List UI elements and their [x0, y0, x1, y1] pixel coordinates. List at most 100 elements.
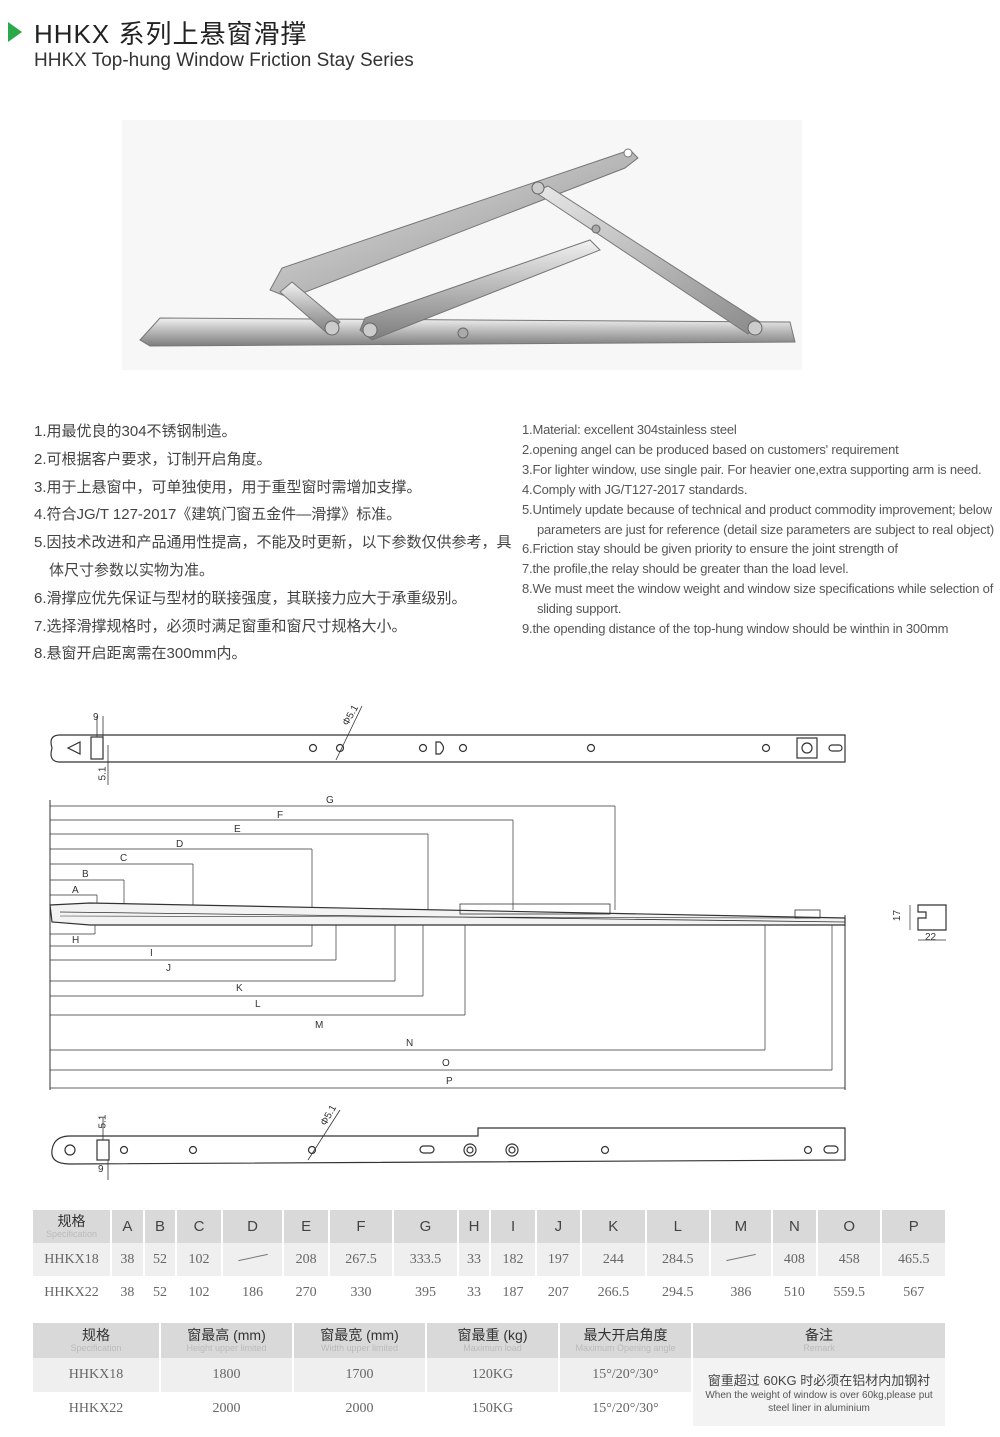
feature-cn-item: 8.悬窗开启距离需在300mm内。 — [34, 645, 247, 663]
feature-en-item: 2.opening angel can be produced based on… — [522, 441, 899, 457]
slash-icon — [726, 1253, 756, 1263]
col-header: G — [394, 1210, 459, 1243]
value-cell: 38 — [112, 1243, 145, 1276]
feature-en-item: 9.the opending distance of the top-hung … — [522, 621, 949, 637]
value-cell: 465.5 — [882, 1243, 947, 1276]
col-header: L — [646, 1210, 711, 1243]
dimension-table: 规格 Specification A B C D E F G H I J K L… — [33, 1210, 947, 1309]
value-cell: 333.5 — [394, 1243, 459, 1276]
value-cell: 102 — [177, 1243, 223, 1276]
value-cell: 408 — [772, 1243, 819, 1276]
model-cell: HHKX22 — [33, 1392, 161, 1426]
value-cell: 386 — [710, 1276, 773, 1309]
dim-letter: J — [166, 963, 171, 974]
value-cell: 120KG — [427, 1358, 560, 1392]
col-header: J — [536, 1210, 583, 1243]
col-header: B — [144, 1210, 178, 1243]
model-cell: HHKX22 — [33, 1276, 112, 1309]
value-cell: 330 — [329, 1276, 395, 1309]
drawing-labels: 9 5.1 Φ5.1 G F E D C B A H I J K L M N O… — [72, 703, 937, 1175]
dim-label: Φ5.1 — [340, 703, 362, 728]
load-header: 最大开启角度 Maximum Opening angle — [560, 1323, 693, 1358]
value-cell: 15°/20°/30° — [560, 1358, 693, 1392]
feature-cn-item: 5.因技术改进和产品通用性提高，不能及时更新，以下参数仅供参考，具体尺寸参数以实… — [34, 534, 512, 579]
dim-letter: H — [72, 935, 80, 946]
feature-cn-item: 2.可根据客户要求，订制开启角度。 — [34, 450, 272, 468]
feature-cn-item: 7.选择滑撑规格时，必须时满足窗重和窗尺寸规格大小。 — [34, 617, 407, 635]
na-cell — [222, 1243, 285, 1276]
dim-letter: A — [72, 885, 79, 896]
value-cell: 284.5 — [646, 1243, 711, 1276]
table-row: HHKX18 1800 1700 120KG 15°/20°/30° 窗重超过 … — [33, 1358, 947, 1426]
load-header: 窗最宽 (mm) Width upper limited — [294, 1323, 427, 1358]
col-header: N — [772, 1210, 819, 1243]
dim-letter: G — [326, 795, 334, 806]
value-cell: 567 — [882, 1276, 947, 1309]
value-cell: 2000 — [161, 1392, 294, 1426]
dim-letter: K — [236, 983, 243, 994]
model-cell: HHKX18 — [33, 1243, 112, 1276]
value-cell: 1700 — [294, 1358, 427, 1392]
dim-letter: C — [120, 853, 128, 864]
feature-cn-item: 1.用最优良的304不锈钢制造。 — [34, 423, 237, 440]
dim-letter: O — [442, 1058, 450, 1069]
feature-en-item: 4.Comply with JG/T127-2017 standards. — [522, 481, 748, 497]
features-en-list: 1.Material: excellent 304stainless steel… — [522, 420, 996, 639]
section-arrow-icon — [8, 22, 22, 42]
feature-en-item: 1.Material: excellent 304stainless steel — [522, 422, 737, 437]
col-header: F — [329, 1210, 395, 1243]
dim-letter: E — [234, 824, 241, 835]
col-header: D — [222, 1210, 285, 1243]
dim-label: 17 — [892, 909, 904, 922]
value-cell: 294.5 — [646, 1276, 711, 1309]
dim-letter: B — [82, 869, 89, 880]
table-row: HHKX22 2000 2000 150KG 15°/20°/30° — [33, 1392, 947, 1426]
value-cell: 458 — [818, 1243, 883, 1276]
col-header: E — [284, 1210, 330, 1243]
col-header: I — [491, 1210, 537, 1243]
col-header: A — [112, 1210, 145, 1243]
dim-label: 5.1 — [97, 1114, 109, 1129]
value-cell: 102 — [177, 1276, 223, 1309]
value-cell: 510 — [772, 1276, 819, 1309]
load-header: 窗最重 (kg) Maximum load — [427, 1323, 560, 1358]
value-cell: 182 — [491, 1243, 537, 1276]
load-header: 窗最高 (mm) Height upper limited — [161, 1323, 294, 1358]
load-header: 备注 Remark — [693, 1323, 947, 1358]
value-cell: 1800 — [161, 1358, 294, 1392]
dim-letter: N — [406, 1038, 414, 1049]
value-cell: 150KG — [427, 1392, 560, 1426]
feature-en-item: 8.We must meet the window weight and win… — [522, 581, 994, 617]
table-row: HHKX18 38 52 102 208 267.5 333.5 33 182 … — [33, 1243, 947, 1276]
dim-letter: M — [315, 1020, 324, 1031]
dim-label: 9 — [98, 1164, 104, 1175]
feature-cn-item: 4.符合JG/T 127-2017《建筑门窗五金件—滑撑》标准。 — [34, 506, 402, 524]
feature-en-item: 7.the profile,the relay should be greate… — [522, 561, 849, 577]
value-cell: 186 — [222, 1276, 285, 1309]
feature-en-item: 5.Untimely update because of technical a… — [522, 501, 994, 537]
load-header: 规格 Specification — [33, 1323, 161, 1358]
value-cell: 52 — [144, 1243, 178, 1276]
col-header: O — [818, 1210, 883, 1243]
value-cell: 2000 — [294, 1392, 427, 1426]
dim-label: Φ5.1 — [318, 1103, 340, 1128]
slash-icon — [238, 1253, 268, 1263]
value-cell: 244 — [582, 1243, 647, 1276]
value-cell: 266.5 — [582, 1276, 647, 1309]
na-cell — [710, 1243, 773, 1276]
value-cell: 15°/20°/30° — [560, 1392, 693, 1426]
col-header: P — [882, 1210, 947, 1243]
col-header: H — [458, 1210, 492, 1243]
feature-en-item: 6.Friction stay should be given priority… — [522, 541, 898, 557]
page-title: HHKX 系列上悬窗滑撑 — [34, 19, 308, 49]
page-subtitle: HHKX Top-hung Window Friction Stay Serie… — [34, 50, 414, 71]
value-cell: 207 — [536, 1276, 583, 1309]
value-cell: 197 — [536, 1243, 583, 1276]
spec-header: 规格 Specification — [33, 1210, 112, 1243]
features-cn-list: 1.用最优良的304不锈钢制造。 2.可根据客户要求，订制开启角度。 3.用于上… — [34, 418, 514, 668]
value-cell: 208 — [284, 1243, 330, 1276]
dim-label: 22 — [925, 932, 937, 943]
dim-letter: L — [255, 999, 261, 1010]
value-cell: 270 — [284, 1276, 330, 1309]
dim-label: 5.1 — [97, 766, 109, 781]
